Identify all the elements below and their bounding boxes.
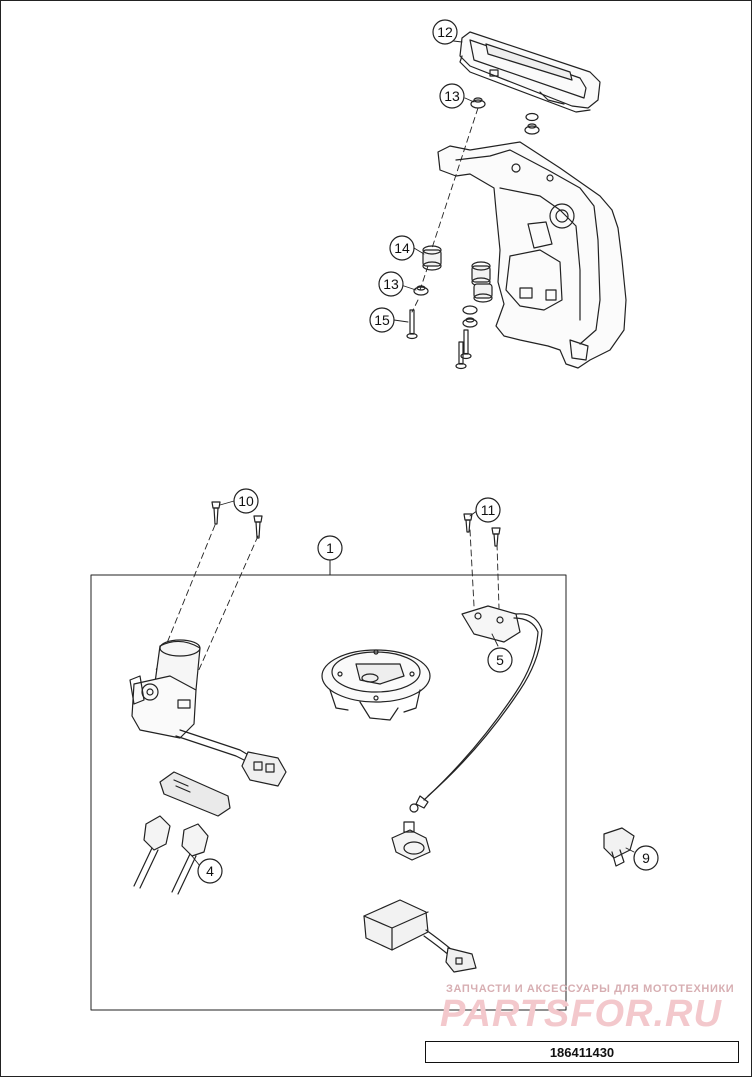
callout-label: 14 [394,240,410,256]
screws-10 [211,501,263,539]
callout-label: 4 [206,863,214,879]
callout-5: 5 [487,647,513,673]
callout-label: 5 [496,652,504,668]
callout-label: 11 [481,502,496,518]
grommets-lower [413,245,493,328]
callout-11: 11 [475,497,501,523]
callout-13-top: 13 [439,83,465,109]
immobilizer-control-unit [363,899,477,973]
callout-15: 15 [369,307,395,333]
rubber-grommets-top [470,97,540,135]
callout-label: 15 [374,312,390,328]
callout-label: 13 [444,88,460,104]
callout-14: 14 [389,235,415,261]
callout-9: 9 [633,845,659,871]
cable-end-clip [391,821,431,861]
instrument-cluster [459,31,601,113]
callout-1: 1 [317,535,343,561]
callout-label: 1 [326,540,334,556]
fuel-filler-cap [321,649,431,721]
callout-4: 4 [197,858,223,884]
transponder-key-fob [159,771,231,817]
lock-cable-holder-9 [603,827,635,867]
callout-12: 12 [432,19,458,45]
callout-13-bottom: 13 [378,271,404,297]
callout-10: 10 [233,488,259,514]
seat-lock-with-cable [409,605,543,813]
screws-11 [463,513,501,547]
bolts-15 [406,309,472,370]
watermark-tagline: ЗАПЧАСТИ И АКСЕССУАРЫ ДЛЯ МОТОТЕХНИКИ [446,983,735,995]
mounting-bracket [437,141,627,369]
watermark-logo: PARTSFOR.RU [440,993,722,1035]
callout-label: 9 [642,850,650,866]
callout-label: 13 [383,276,399,292]
document-number: 186411430 [425,1041,739,1063]
dashed-leader-lines-top [411,107,479,313]
callout-label: 12 [437,24,453,40]
kit-bracket-outline [90,559,567,1011]
ignition-lock [129,639,287,787]
callout-label: 10 [238,493,254,509]
callout-leaders [191,39,635,867]
ignition-keys [133,815,209,895]
